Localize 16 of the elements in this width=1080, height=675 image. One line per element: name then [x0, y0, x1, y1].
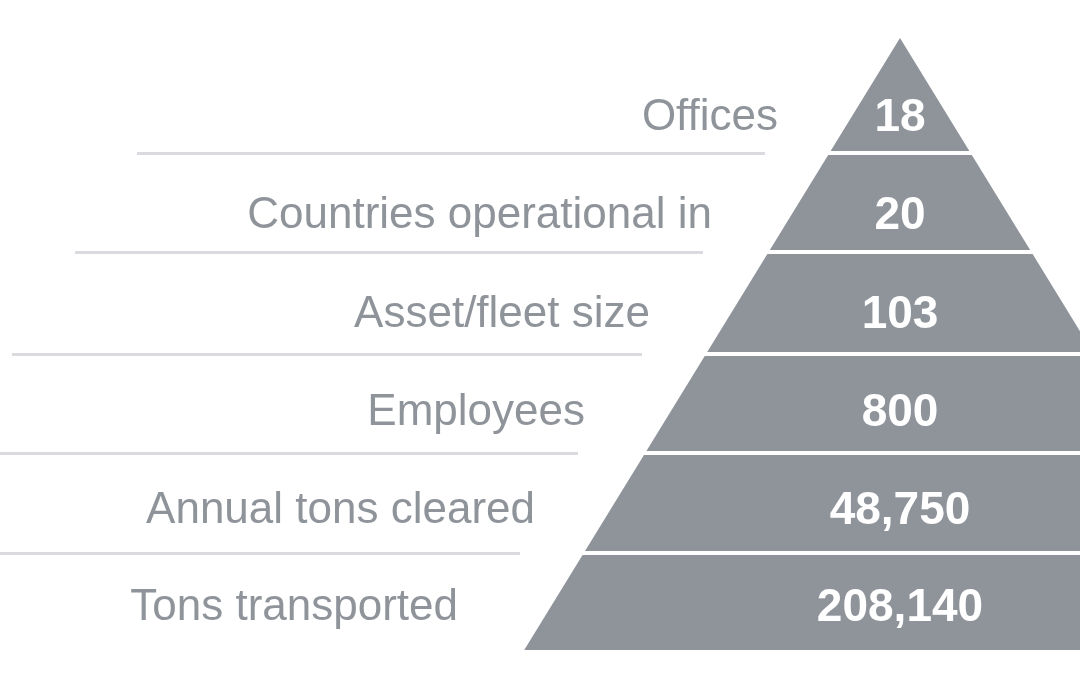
pyramid-tier — [707, 254, 1080, 352]
tier-value: 18 — [874, 92, 926, 138]
pyramid-tier — [646, 356, 1080, 451]
pyramid-tier — [524, 555, 1080, 650]
metric-label: Countries operational in — [247, 191, 712, 235]
metric-label: Annual tons cleared — [146, 486, 535, 530]
tier-value: 20 — [874, 190, 926, 236]
metric-label: Offices — [641, 93, 778, 137]
tier-value: 800 — [861, 387, 939, 433]
metric-label: Employees — [367, 388, 585, 432]
tier-value: 103 — [861, 289, 939, 335]
metric-label: Tons transported — [130, 583, 458, 627]
metric-label: Asset/fleet size — [354, 290, 650, 334]
tier-value: 48,750 — [829, 485, 971, 531]
pyramid-tier — [585, 455, 1080, 551]
tier-value: 208,140 — [816, 582, 984, 628]
